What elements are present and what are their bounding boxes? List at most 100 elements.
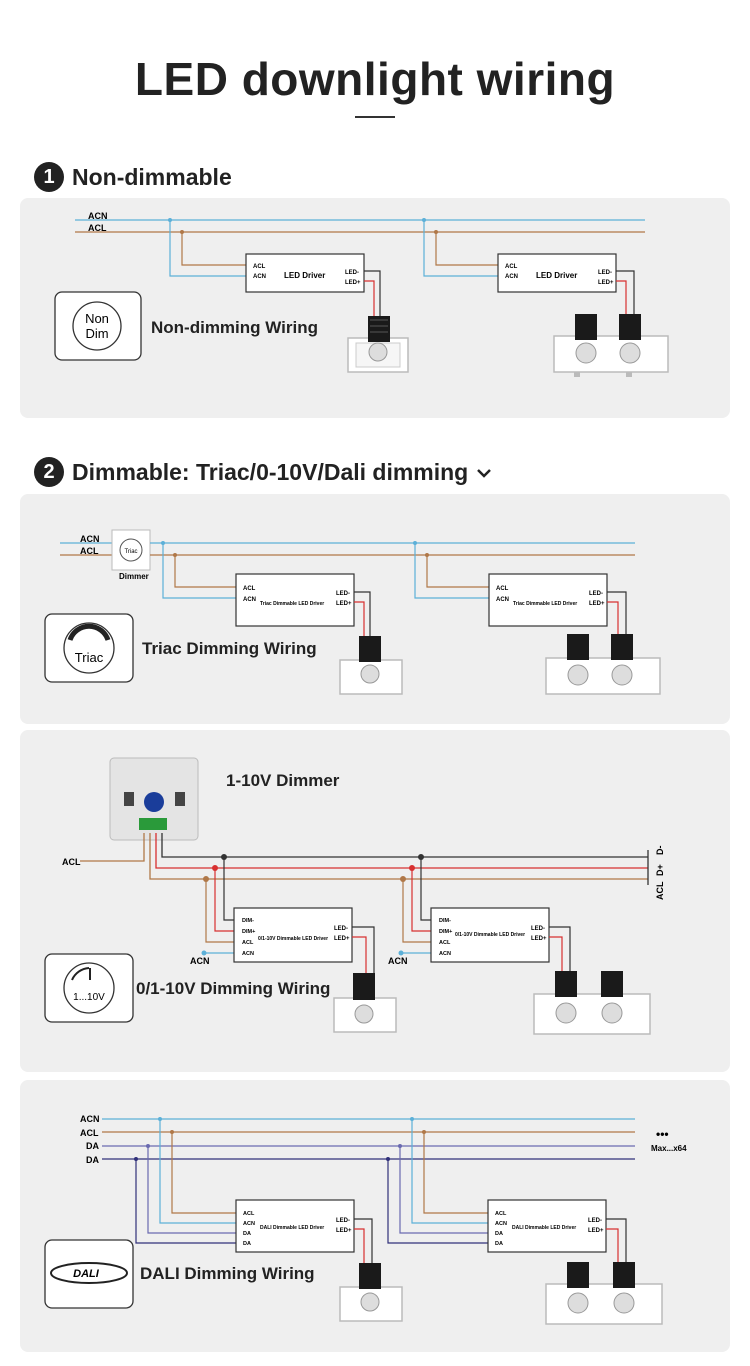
panel-non-dimmable: ACN ACL ACL ACN LED Driver LED- LED+ ACL…: [20, 198, 730, 418]
dali-driver-2-name: DALI Dimmable LED Driver: [512, 1225, 576, 1231]
0-10v-driver-2-name: 0/1-10V Dimmable LED Driver: [455, 932, 525, 938]
dali-driver-2-input-da-2: DA: [495, 1241, 503, 1247]
1-10v-dimmer-device: [109, 757, 199, 841]
dali-driver-2-input-da-1: DA: [495, 1231, 503, 1237]
0-10v-driver-1-name: 0/1-10V Dimmable LED Driver: [258, 936, 328, 942]
section-2-heading: 2 Dimmable: Triac/0-10V/Dali dimming: [34, 457, 492, 487]
0-10v-dimming-wiring-label: 0/1-10V Dimming Wiring: [136, 979, 330, 998]
acl-right-label: ACL: [655, 881, 665, 900]
double-downlight-1: [553, 314, 669, 377]
driver-1-input-acn: ACN: [253, 274, 266, 280]
dali-driver-1: [235, 1199, 355, 1253]
driver-1-output-led-plus: LED+: [334, 936, 350, 942]
non-dimming-wiring-label: Non-dimming Wiring: [151, 318, 318, 337]
dali-diagram: ACN ACL DA DA ••• Max...x64 ACL ACN DA D…: [44, 1114, 687, 1325]
max-devices-label: Max...x64: [651, 1144, 687, 1153]
triac-dimming-wiring-label: Triac Dimming Wiring: [142, 639, 317, 658]
dali-line-label-acn: ACN: [80, 1114, 100, 1124]
non-dim-icon: Non Dim: [54, 291, 142, 361]
driver-2-input-dim-plus: DIM+: [439, 929, 452, 935]
triac-driver-1-output-led-plus: LED+: [336, 601, 352, 607]
double-downlight-4: [545, 1262, 663, 1325]
driver-2-output-led-minus: LED-: [531, 926, 545, 932]
driver-2-output-led-plus: LED+: [598, 280, 614, 286]
page-title: LED downlight wiring: [134, 53, 616, 105]
section-1-title: Non-dimmable: [72, 163, 232, 190]
led-driver-2: [497, 253, 617, 293]
1-10v-icon: 1...10V: [44, 953, 134, 1023]
dali-line-label-da-1: DA: [86, 1141, 99, 1151]
triac-diagram: ACN ACL Triac Dimmer ACL ACN Triac Dimma…: [44, 529, 661, 695]
dali-dimming-wiring-label: DALI Dimming Wiring: [140, 1264, 315, 1283]
triac-driver-2-output-led-minus: LED-: [589, 591, 603, 597]
driver-1-input-dim-plus: DIM+: [242, 929, 255, 935]
dali-driver-1-name: DALI Dimmable LED Driver: [260, 1225, 324, 1231]
driver-1-output-led-plus: LED+: [345, 280, 361, 286]
triac-driver-2: [488, 573, 608, 627]
non-dim-icon-text-1: Non: [85, 311, 109, 326]
dimmer-label: Dimmer: [119, 572, 149, 581]
triac-driver-1-output-led-minus: LED-: [336, 591, 350, 597]
line-label-acl: ACL: [88, 223, 107, 233]
panel-triac: ACN ACL Triac Dimmer ACL ACN Triac Dimma…: [20, 494, 730, 724]
acn-label-2: ACN: [388, 956, 408, 966]
driver-1-input-acl: ACL: [253, 264, 266, 270]
d-minus-label: D-: [655, 846, 665, 856]
driver-1-name: LED Driver: [284, 271, 325, 280]
triac-icon: Triac: [44, 613, 134, 683]
triac-driver-2-name: Triac Dimmable LED Driver: [513, 601, 577, 607]
dali-line-label-acl: ACL: [80, 1128, 99, 1138]
title-underline: [355, 116, 395, 118]
led-driver-1: [245, 253, 365, 293]
triac-dimmer-icon-text: Triac: [124, 549, 137, 555]
dali-driver-2: [487, 1199, 607, 1253]
non-dimming-diagram: ACN ACL ACL ACN LED Driver LED- LED+ ACL…: [54, 211, 669, 377]
dali-driver-2-output-led-minus: LED-: [588, 1218, 602, 1224]
line-label-acl: ACL: [80, 546, 99, 556]
dali-driver-1-input-acn: ACN: [243, 1221, 255, 1227]
line-label-acn: ACN: [88, 211, 108, 221]
non-dim-icon-text-2: Dim: [85, 326, 108, 341]
0-10v-diagram: 1-10V Dimmer ACL D- D+ ACL ACN DIM- DIM+…: [44, 757, 665, 1035]
line-label-acn: ACN: [80, 534, 100, 544]
d-plus-label: D+: [655, 864, 665, 876]
panel-0-10v: 1-10V Dimmer ACL D- D+ ACL ACN DIM- DIM+…: [20, 730, 730, 1072]
0-10v-driver-2: [430, 907, 550, 963]
section-2-title: Dimmable: Triac/0-10V/Dali dimming: [72, 458, 469, 485]
triac-icon-text: Triac: [75, 650, 104, 665]
double-downlight-3: [533, 971, 651, 1035]
single-downlight-3: [333, 973, 397, 1033]
chevron-down-icon[interactable]: [476, 466, 492, 484]
triac-driver-2-input-acl: ACL: [496, 586, 509, 592]
more-dots: •••: [656, 1127, 669, 1141]
section-1-heading: 1 Non-dimmable: [34, 162, 232, 192]
driver-2-input-acn: ACN: [439, 951, 451, 957]
triac-driver-1: [235, 573, 355, 627]
dali-driver-1-input-da-2: DA: [243, 1241, 251, 1247]
driver-2-input-acn: ACN: [505, 274, 518, 280]
driver-1-output-led-minus: LED-: [334, 926, 348, 932]
driver-2-output-led-plus: LED+: [531, 936, 547, 942]
triac-driver-1-input-acn: ACN: [243, 597, 256, 603]
panel-dali: ACN ACL DA DA ••• Max...x64 ACL ACN DA D…: [20, 1080, 730, 1352]
dali-icon: DALI: [44, 1239, 134, 1309]
triac-driver-1-input-acl: ACL: [243, 586, 256, 592]
acl-input-label: ACL: [62, 857, 81, 867]
double-downlight-2: [545, 634, 661, 695]
dali-driver-2-input-acn: ACN: [495, 1221, 507, 1227]
section-1-number: 1: [34, 162, 64, 192]
driver-1-output-led-minus: LED-: [345, 270, 359, 276]
driver-2-input-dim-minus: DIM-: [439, 918, 451, 924]
acn-label-1: ACN: [190, 956, 210, 966]
driver-2-input-acl: ACL: [505, 264, 518, 270]
triac-driver-1-name: Triac Dimmable LED Driver: [260, 601, 324, 607]
single-downlight-2: [339, 636, 403, 695]
driver-2-input-acl: ACL: [439, 940, 451, 946]
single-downlight-1: [347, 316, 409, 373]
driver-2-output-led-minus: LED-: [598, 270, 612, 276]
triac-driver-2-output-led-plus: LED+: [589, 601, 605, 607]
dali-icon-text: DALI: [73, 1268, 100, 1280]
1-10v-icon-text: 1...10V: [73, 992, 105, 1003]
dali-driver-2-input-acl: ACL: [495, 1211, 507, 1217]
driver-1-input-acn: ACN: [242, 951, 254, 957]
